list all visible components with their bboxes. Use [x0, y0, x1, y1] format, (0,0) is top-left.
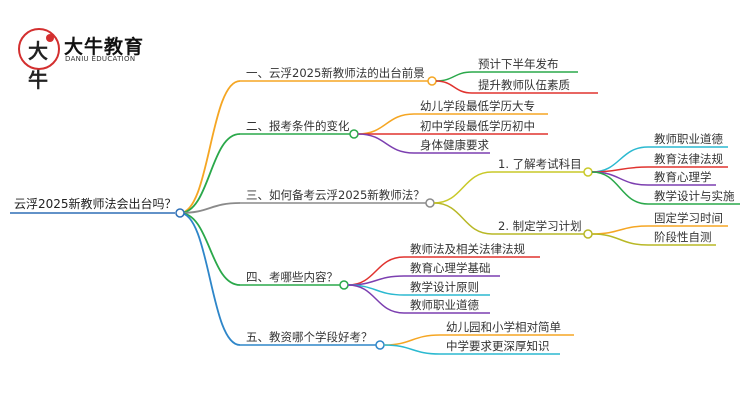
logo-mark-text: 大牛 — [28, 39, 48, 92]
branch-3-sub-1-leaf-3: 教育心理学 — [654, 170, 712, 184]
branch-3-sub-2-leaf-1-link — [591, 225, 649, 235]
branch-3-link — [179, 202, 241, 214]
branch-5-leaf-1: 幼儿园和小学相对简单 — [446, 320, 561, 334]
branch-1-label: 一、云浮2025新教师法的出台前景 — [246, 66, 425, 80]
branch-3-label: 三、如何备考云浮2025新教师法？ — [246, 188, 425, 202]
branch-2-leaf-1-link — [357, 113, 415, 135]
branch-1-leaf-2: 提升教师队伍素质 — [478, 78, 570, 92]
branch-2-label: 二、报考条件的变化 — [246, 119, 350, 133]
branch-5-leaf-1-link — [383, 334, 441, 346]
branch-4-leaf-1: 教师法及相关法律法规 — [410, 242, 525, 256]
branch-3-dot — [425, 198, 435, 208]
branch-2-leaf-3-link — [357, 133, 415, 154]
root-topic: 云浮2025新教师法会出台吗？ — [14, 197, 177, 211]
branch-3-sub-2: 2. 制定学习计划 — [498, 219, 582, 233]
branch-3-sub-1-link — [433, 171, 493, 204]
branch-2-dot — [349, 129, 359, 139]
brand-logo: 大牛 大牛教育 DANIU EDUCATION — [18, 28, 148, 92]
branch-5-link — [179, 212, 241, 346]
branch-3-sub-1-leaf-4: 教学设计与实施 — [654, 189, 735, 203]
branch-4-label: 四、考哪些内容？ — [246, 270, 338, 284]
branch-5-leaf-2: 中学要求更深厚知识 — [446, 339, 550, 353]
branch-1-leaf-2-link — [435, 80, 473, 94]
branch-3-sub-2-link — [433, 202, 493, 235]
brand-name: 大牛教育 — [64, 36, 145, 58]
branch-4-dot — [339, 280, 349, 290]
branch-1-leaf-1-link — [435, 71, 473, 82]
branch-1-dot — [427, 76, 437, 86]
branch-3-sub-1-leaf-2: 教育法律法规 — [654, 152, 723, 166]
branch-2-leaf-3: 身体健康要求 — [420, 138, 489, 152]
branch-3-sub-1-leaf-1-link — [591, 146, 649, 173]
logo-mark-icon: 大牛 — [18, 28, 60, 92]
branch-4-leaf-4: 教师职业道德 — [410, 298, 479, 312]
root-dot — [175, 208, 185, 218]
branch-1-link — [179, 80, 241, 214]
branch-3-sub-1-dot — [583, 167, 593, 177]
branch-4-leaf-3: 教学设计原则 — [410, 280, 479, 294]
logo-dot-icon — [46, 34, 54, 42]
branch-4-leaf-4-link — [347, 284, 405, 314]
branch-2-leaf-2: 初中学段最低学历初中 — [420, 119, 535, 133]
branch-5-dot — [375, 340, 385, 350]
branch-3-sub-2-leaf-1: 固定学习时间 — [654, 211, 723, 225]
branch-4-leaf-2: 教育心理学基础 — [410, 261, 491, 275]
branch-1-leaf-1: 预计下半年发布 — [478, 57, 559, 71]
branch-5-leaf-2-link — [383, 344, 441, 355]
branch-3-sub-2-dot — [583, 229, 593, 239]
branch-5-label: 五、教资哪个学段好考？ — [246, 330, 373, 344]
branch-3-sub-2-leaf-2: 阶段性自测 — [654, 230, 712, 244]
branch-4-link — [179, 212, 241, 286]
branch-3-sub-1: 1. 了解考试科目 — [498, 157, 582, 171]
branch-3-sub-1-leaf-4-link — [591, 171, 649, 205]
branch-3-sub-1-leaf-2-link — [591, 166, 649, 173]
branch-3-sub-2-leaf-2-link — [591, 233, 649, 246]
branch-2-leaf-1: 幼儿学段最低学历大专 — [420, 99, 535, 113]
branch-2-link — [179, 133, 241, 214]
branch-3-sub-1-leaf-1: 教师职业道德 — [654, 132, 723, 146]
brand-subtitle: DANIU EDUCATION — [65, 55, 136, 63]
branch-3-sub-1-leaf-3-link — [591, 171, 649, 186]
